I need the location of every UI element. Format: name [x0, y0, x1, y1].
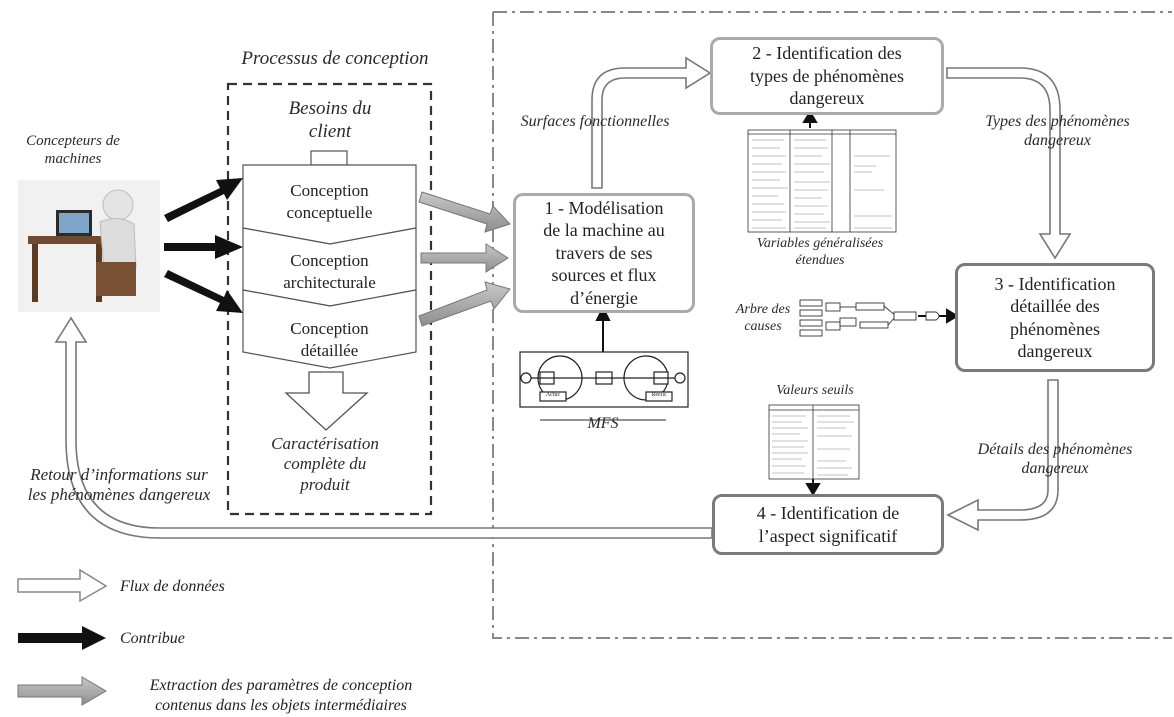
- mfs-right-label: Reeiic: [651, 392, 667, 398]
- legend-icons: [17, 568, 108, 706]
- variables-caption: Variables généralisées étendues: [756, 236, 884, 268]
- surfaces-label: Surfaces fonctionnelles: [520, 113, 670, 130]
- legend-gray-arrow: [17, 676, 107, 706]
- tree-caption: Arbre des causes: [735, 302, 791, 334]
- feedback-arrow: [54, 316, 713, 539]
- mfs-caption: MFS: [587, 415, 619, 432]
- legend-extraction: Extraction des paramètres de conception …: [149, 677, 413, 714]
- legend-black-arrow: [18, 626, 106, 650]
- thresholds-caption: Valeurs seuils: [776, 383, 854, 398]
- mfs-model: [519, 351, 689, 421]
- data-flow-arrows: [54, 56, 1072, 539]
- flow-2-to-3: [946, 67, 1072, 260]
- types-label: Types des phénomènes dangereux: [985, 113, 1130, 150]
- variables-table-rows: [752, 139, 892, 229]
- cause-tree: [799, 299, 940, 337]
- designers-label: Concepteurs de machines: [26, 133, 120, 167]
- designer-illustration: [18, 180, 160, 312]
- stage-shape-3: [242, 289, 417, 369]
- result-arrow: [284, 371, 369, 431]
- details-label: Détails des phénomènes dangereux: [977, 441, 1133, 478]
- legend-hollow-arrow: [17, 568, 108, 603]
- legend-contributes: Contribue: [120, 630, 185, 647]
- stage-conceptual: Conception conceptuelle: [286, 181, 373, 223]
- contribute-arrow-3: [164, 270, 243, 313]
- client-needs: Besoins du client: [288, 98, 372, 142]
- feedback-label: Retour d’informations sur les phénomènes…: [27, 465, 211, 505]
- stage-detailed: Conception détaillée: [290, 319, 369, 361]
- legend-data-flow: Flux de données: [120, 578, 225, 595]
- extraction-arrow-1: [418, 191, 511, 233]
- step-1-modelling: 1 - Modélisation de la machine au traver…: [513, 193, 695, 313]
- mfs-left-label: Actuc: [545, 392, 561, 398]
- threshold-table-rows: [772, 415, 854, 476]
- process-stages: [242, 150, 417, 369]
- flow-1-to-2: [591, 56, 712, 189]
- flow-3-to-4: [946, 379, 1059, 532]
- step-4-significance: 4 - Identification de l’aspect significa…: [712, 494, 944, 555]
- process-title: Processus de conception: [241, 48, 429, 69]
- extraction-arrows: [418, 191, 511, 327]
- contribute-arrow-1: [164, 178, 243, 222]
- step-2-types: 2 - Identification des types de phénomèn…: [710, 37, 944, 115]
- variables-table: [747, 129, 897, 233]
- connector-arrows: [595, 110, 959, 496]
- product-characterization: Caractérisation complète du produit: [271, 434, 379, 494]
- contribute-arrows: [164, 178, 243, 313]
- step-3-detailed: 3 - Identification détaillée des phénomè…: [955, 263, 1155, 372]
- stage-architectural: Conception architecturale: [283, 251, 376, 293]
- contribute-arrow-2: [164, 235, 243, 259]
- extraction-arrow-2: [420, 243, 509, 273]
- extraction-arrow-3: [418, 281, 511, 327]
- threshold-table: [768, 404, 860, 480]
